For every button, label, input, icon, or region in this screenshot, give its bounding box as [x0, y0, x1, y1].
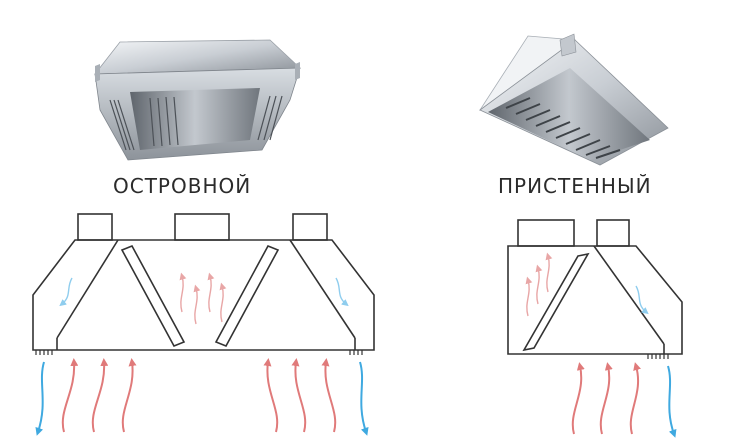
wall-hood-label: ПРИСТЕННЫЙ	[498, 174, 652, 198]
wall-inner-cool-air-arrows	[635, 285, 649, 315]
island-filter-left	[120, 244, 186, 348]
island-duct-left	[77, 213, 113, 241]
island-duct-right	[292, 213, 328, 241]
island-hood-body	[32, 239, 375, 351]
island-duct-center	[174, 213, 230, 241]
island-hood-photo	[94, 39, 301, 161]
wall-hot-air-arrows	[571, 362, 641, 435]
island-grease-grille-right	[349, 350, 363, 355]
island-inner-hot-air-arrows	[179, 272, 227, 325]
wall-duct-left	[517, 219, 575, 247]
wall-hood-body	[507, 245, 683, 355]
island-hood-diagram	[32, 213, 375, 351]
island-cool-air-arrows	[35, 361, 369, 436]
wall-grease-grille	[647, 354, 669, 359]
island-filter-wall-left	[56, 239, 119, 339]
wall-inner-hot-air-arrows	[525, 252, 553, 317]
island-grease-grille-left	[35, 350, 53, 355]
wall-cool-air-arrows	[667, 365, 677, 438]
island-hot-air-arrows	[61, 358, 337, 433]
wall-hood-diagram	[507, 219, 683, 355]
island-filter-wall-right	[289, 239, 356, 339]
wall-filter-wall	[593, 245, 665, 345]
wall-duct-right	[596, 219, 630, 247]
wall-hood-photo	[479, 33, 669, 166]
island-filter-right	[214, 244, 280, 348]
island-hood-label: ОСТРОВНОЙ	[113, 174, 252, 198]
island-inner-cool-air-arrows	[59, 277, 349, 307]
wall-filter	[522, 252, 590, 352]
